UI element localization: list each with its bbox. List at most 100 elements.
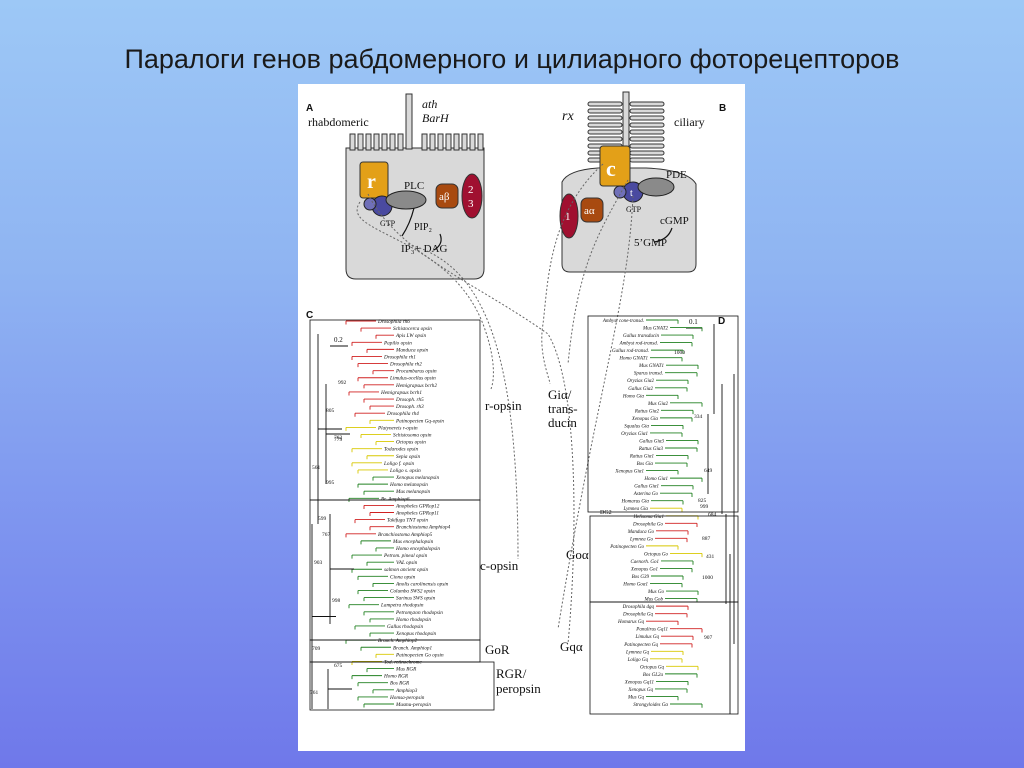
gi-line-3: ducin — [548, 415, 577, 430]
tree-c-leaf: Homsa-peropsin — [389, 695, 425, 701]
tree-c-bootstrap-value: 998 — [332, 598, 341, 604]
tree-c-leaf: Hemigrapsus bcrh2 — [395, 383, 437, 389]
microvillus — [381, 133, 388, 151]
tree-c-leaf: Drosophila rh6 — [377, 319, 410, 325]
tree-d-leaf: Oryzias Giα1 — [621, 432, 648, 437]
label-2: 2 — [468, 184, 474, 196]
cgmp-arrow — [653, 227, 673, 243]
tree-d-bootstrap-value: 825 — [698, 498, 707, 504]
tree-d-leaf: Rattus Giα2 — [634, 409, 660, 414]
microvillus — [421, 133, 428, 151]
tree-d-bootstrap-value: 1000 — [702, 575, 713, 581]
tree-d-leaf: Xenopus Gq11 — [624, 680, 654, 685]
tree-c-leaf: Todarodes opsin — [384, 447, 418, 453]
go-box — [589, 515, 739, 603]
dg2-label: DG2 — [600, 510, 612, 516]
tree-d-leaf: Lymnea Gq — [625, 650, 650, 655]
gt-label: t — [630, 188, 633, 199]
arrestin-shape-b — [580, 197, 604, 223]
pde-shape — [637, 177, 675, 197]
tree-c-leaf: Amphiop3 — [395, 688, 418, 694]
tree-c-leaf: Xenopus melanopsin — [395, 475, 439, 481]
tree-d-leaf: Mus Gob — [644, 598, 664, 603]
tree-c-bootstrap-value: 767 — [322, 532, 331, 538]
tree-d-leaf: Homo Giα1 — [643, 477, 668, 482]
tree-c-leaf: Drosoph. rh5 — [395, 397, 424, 403]
gene-ath: ath — [422, 97, 437, 111]
plc-arrow — [401, 207, 415, 237]
gene-barh: BarH — [422, 111, 450, 125]
dashed-connectors — [356, 163, 634, 645]
pde-label: PDE — [666, 169, 687, 181]
tree-d-leaf: Gallus transducin — [623, 334, 659, 339]
tree-c-leaf: Octopus opsin — [396, 440, 426, 446]
microvillus — [469, 133, 476, 151]
disk-right — [629, 157, 665, 163]
tree-c-leaf: Mus melanopsin — [395, 489, 431, 495]
tree-d-leaf: Xenopus Go1 — [630, 567, 658, 572]
tree-d-leaf: Gallus Giα3 — [639, 439, 664, 444]
microvillus — [389, 133, 396, 151]
tree-c-leaf: Platynereis r-opsin — [377, 425, 418, 431]
label-3: 3 — [468, 198, 474, 210]
tree-d-leaf: Mus Giα2 — [647, 402, 668, 407]
tree-c-bootstrap-value: 903 — [314, 560, 323, 566]
tree-d-leaf: Strongyloides Gα — [633, 703, 668, 708]
tree-c-leaf: Homo rhodopsin — [395, 617, 431, 623]
tree-d-leaf: Mus GNAT1 — [638, 364, 664, 369]
tree-c-leaf: Homo RGR — [383, 674, 409, 680]
arrestin-label-b: aα — [584, 205, 595, 217]
panel-a-letter: A — [306, 103, 313, 114]
tree-c-leaf: Mus encephalopsin — [392, 539, 434, 545]
rgr-box — [309, 661, 495, 711]
tree-d-leaf: Gallus Giα2 — [628, 387, 653, 392]
tree-c-leaf: Patinopecten Go opsin — [395, 652, 444, 658]
disk-right — [629, 143, 665, 149]
tree-c-leaf: Petrom. pineal opsin — [383, 553, 428, 559]
tree-c-leaf: Apis LW opsin — [395, 333, 426, 339]
tree-d-leaf: Oryzias Giα2 — [627, 379, 654, 384]
scale-label-d: 0.1 — [689, 318, 698, 326]
tree-d-leaf: Loligo Gq — [627, 658, 649, 663]
tree-d-bootstrap-value: 431 — [706, 554, 715, 560]
tree-d-leaf: Ambyst rod-transd. — [619, 342, 658, 347]
tree-d-leaf: Mus GNAT2 — [642, 327, 668, 332]
tree-d-leaf: Ambyst cone-transd. — [602, 319, 644, 324]
tree-d-branches — [646, 319, 735, 714]
tree-d-leaf: Squalus Giα — [624, 424, 649, 429]
tree-d-leaf: Drosophila Gq — [622, 613, 653, 618]
tree-c-leaf: Anopheles GPRop11 — [395, 511, 439, 517]
disk-left — [587, 101, 623, 107]
microvillus — [453, 133, 460, 151]
tree-d-leaf: Gallus rod-transd. — [612, 349, 649, 354]
tree-d-leaf: Lymnea Giα — [622, 507, 648, 512]
g-beta-shape-b — [613, 185, 627, 199]
tree-d-leaf: Limulus Gq — [635, 635, 660, 640]
tree-d-leaf: Homarus Giα — [621, 500, 650, 505]
gi-box — [587, 315, 739, 513]
tree-c-bootstrap-value: 762 — [334, 435, 343, 441]
pip2-arrow — [433, 233, 442, 251]
kinase-shape-b — [559, 193, 579, 239]
figure-panel: A rhabdomeric ath BarH r PLC GTP aβ 2 3 — [298, 84, 745, 751]
tree-c-leaf: Musmu-peropsin — [395, 702, 431, 708]
panel-b-letter: B — [719, 103, 726, 114]
microvillus — [445, 133, 452, 151]
group-label-c-opsin: c-opsin — [480, 558, 519, 573]
rhodopsin-kinase-shape — [461, 173, 483, 219]
group-label-rgr: RGR/ peropsin — [496, 666, 541, 696]
tree-d-bootstrap-value: 887 — [702, 536, 711, 542]
tree-c-branches — [311, 320, 394, 709]
tree-c-leaf: Sarinus SWS opsin — [396, 596, 436, 602]
tree-c-leaf: Xenopus rhodopsin — [395, 631, 437, 637]
tree-d-bootstrap-value: 1000 — [674, 350, 685, 356]
tree-d-leaf: Homarus Gq — [617, 620, 644, 625]
gi-line-1: Giα/ — [548, 387, 572, 402]
group-label-gq: Gqα — [560, 639, 583, 654]
gtp-label-a: GTP — [380, 219, 396, 228]
tree-c-leaf: Drosoph. rh3 — [395, 404, 424, 410]
